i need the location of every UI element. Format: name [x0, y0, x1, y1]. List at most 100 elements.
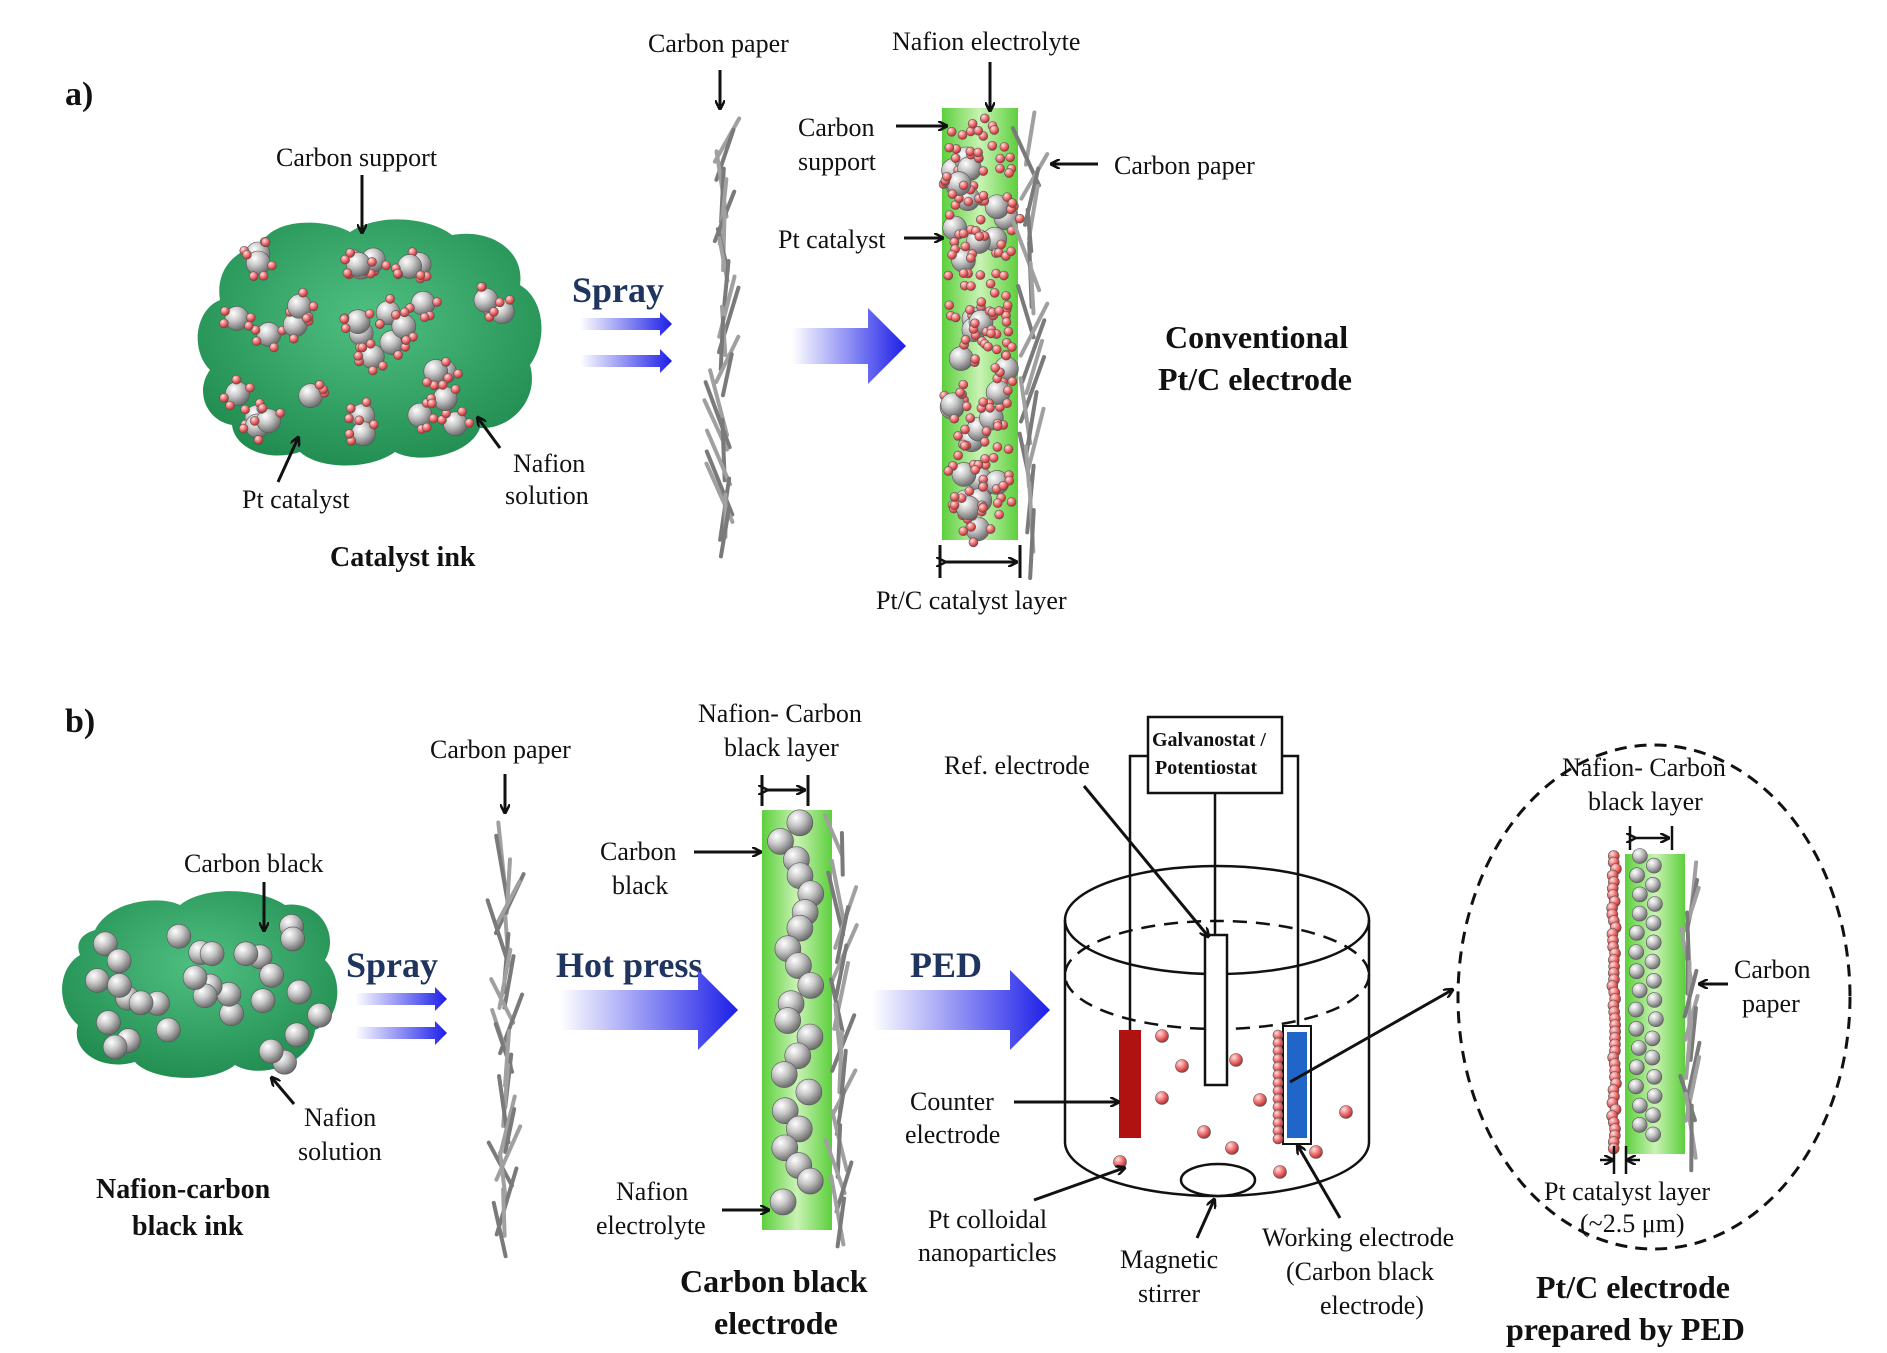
pt-particle [364, 309, 375, 319]
pt-particle [988, 453, 999, 463]
zoom-pointer-arrow [1289, 990, 1452, 1084]
pt-particle [976, 297, 987, 307]
carbon-fiber [1024, 390, 1039, 457]
carbon-black-particle [1645, 934, 1662, 951]
pt-particle [968, 537, 979, 548]
carbon-fiber [834, 1160, 854, 1214]
spray-label-b: Spray [346, 945, 438, 985]
pt-particle [990, 363, 1000, 373]
pt-particle [985, 524, 996, 534]
pt-particle [961, 401, 972, 412]
carbon-fiber [703, 380, 732, 450]
pt-particle [401, 335, 411, 345]
pt-particle [421, 422, 432, 433]
carbon-fiber [1016, 284, 1036, 340]
pt-particle [998, 480, 1009, 491]
pt-particle [505, 295, 515, 305]
pt-particle [392, 268, 403, 279]
carbon-particle [948, 346, 974, 371]
zoom-paper-label-2: paper [1742, 989, 1800, 1018]
pt-particle [978, 166, 989, 176]
electrode-carbon-paper-b [823, 813, 859, 1249]
pt-particle [947, 250, 957, 260]
carbon-fiber [489, 977, 516, 1025]
pt-particle [970, 465, 980, 475]
carbon-black-particle [1646, 1088, 1663, 1104]
pt-particle [354, 415, 365, 426]
working-electrode [1282, 1025, 1312, 1145]
pt-colloid [1113, 1155, 1127, 1169]
pt-particle [419, 312, 430, 323]
carbon-fiber [502, 954, 516, 1010]
zoom-carbon-paper [1678, 860, 1702, 1173]
pt-particle [225, 400, 235, 411]
pt-particle [957, 130, 968, 140]
carbon-fiber [497, 1094, 517, 1161]
pt-particle [973, 147, 983, 158]
pt-particle [981, 426, 992, 436]
pt-particle [953, 431, 963, 441]
pt-particle [1006, 497, 1017, 507]
pt-particle [494, 297, 505, 308]
carbon-fiber [1019, 152, 1050, 201]
pt-particle [995, 153, 1006, 164]
zoom-electrode-particles [1606, 848, 1664, 1155]
carbon-support-label-1: Carbon [798, 113, 875, 142]
pt-colloid [1197, 1125, 1211, 1139]
carbon-black-particle [785, 952, 812, 979]
pt-particle [980, 113, 990, 124]
pt-particle [340, 323, 351, 334]
pt-particle [298, 287, 308, 298]
carbon-fiber [705, 428, 733, 487]
stirrer-arrow [1195, 1200, 1214, 1239]
carbon-fiber [1683, 994, 1700, 1042]
hot-press-arrow [560, 970, 738, 1050]
pt-particle [996, 239, 1007, 250]
pt-particle [960, 335, 971, 345]
pt-particle [345, 248, 356, 258]
carbon-black-particle [182, 965, 208, 990]
pt-particle [489, 307, 499, 317]
pt-particle [1002, 398, 1012, 409]
counter-electrode [1119, 1030, 1141, 1138]
carbon-black-particle [774, 1007, 802, 1034]
pt-particle [1002, 300, 1013, 311]
pt-particle [344, 413, 354, 424]
pt-particle [978, 397, 989, 407]
carbon-black-particle [797, 972, 825, 999]
carbon-black-particle [1646, 857, 1662, 874]
carbon-black-particle [1631, 905, 1648, 922]
carbon-fiber [837, 1030, 844, 1095]
carbon-black-particle [769, 1188, 797, 1216]
pt-particle [958, 268, 969, 279]
layer-b-label-2: black layer [724, 733, 839, 762]
pt-particle [994, 509, 1004, 520]
carbon-black-particle [102, 1034, 128, 1060]
carbon-fiber [1685, 1040, 1702, 1098]
pt-particle [342, 268, 353, 278]
pt-colloid [1155, 1091, 1169, 1105]
zoom-paper-label-1: Carbon [1734, 955, 1811, 984]
carbon-black-particle [1628, 944, 1645, 960]
pt-particle [947, 189, 958, 199]
carbon-fiber [1028, 261, 1036, 316]
carbon-black-particle [1631, 1117, 1648, 1133]
pt-particle [1007, 198, 1018, 208]
pt-particle [992, 344, 1002, 355]
layer-b-label-1: Nafion- Carbon [698, 699, 862, 728]
carbon-black-particle [1632, 848, 1648, 864]
pt-particle [994, 306, 1004, 316]
pt-particle [979, 437, 990, 447]
pt-particle [978, 482, 988, 492]
pt-particle [1003, 444, 1014, 455]
pt-particle [246, 312, 256, 323]
pt-particle [249, 416, 260, 426]
pt-catalyst-label: Pt catalyst [778, 225, 886, 254]
pt-particle [346, 403, 356, 414]
spray-label-a: Spray [572, 270, 664, 310]
carbon-black-particle [1644, 1049, 1661, 1066]
carbon-black-particle [1628, 963, 1645, 980]
carbon-black-particle [1632, 1097, 1648, 1114]
ink-carbon-support-label: Carbon support [276, 143, 438, 172]
carbon-fiber [826, 870, 846, 937]
